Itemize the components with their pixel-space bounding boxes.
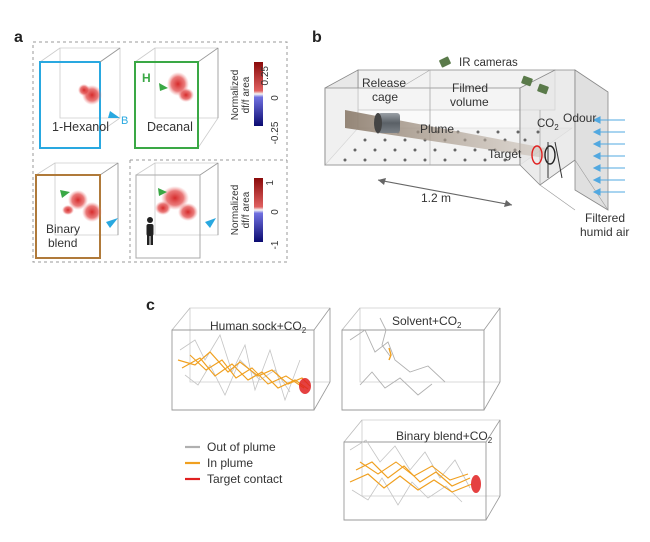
human-silhouette-icon <box>146 217 154 245</box>
colorbar-top <box>254 62 263 126</box>
marker-b-arrow-2-icon <box>106 218 118 228</box>
co2-sub: 2 <box>554 123 559 132</box>
cbar-top-mid: 0 <box>270 95 281 101</box>
odor-label-binary-1: Binary <box>46 222 80 236</box>
legend-label-contact: Target contact <box>207 472 283 486</box>
trajectory-box-human-sock <box>171 307 331 411</box>
target-contact-marks-3 <box>471 475 481 493</box>
brain-box-human <box>135 162 219 259</box>
cbar-bottom-max: 1 <box>265 180 276 186</box>
cbar-top-min: -0.25 <box>270 121 281 144</box>
co2-base: CO <box>537 118 554 130</box>
trajectory-title-3-sub: 2 <box>488 436 493 445</box>
target-ring-icon <box>531 145 543 165</box>
trajectory-title-1-sub: 2 <box>302 326 307 335</box>
air-label-2: humid air <box>580 225 629 239</box>
cbar-top-label-2: df/f area <box>241 76 252 113</box>
legend-label-in: In plume <box>207 456 253 470</box>
release-label-2: cage <box>372 90 398 104</box>
plume-label: Plume <box>420 122 454 136</box>
odor-label-decanal: Decanal <box>147 120 193 134</box>
trajectory-title-1: Human sock+CO2 <box>210 319 307 335</box>
marker-h-label: H <box>142 71 151 85</box>
cbar-bottom-label-2: df/f area <box>241 191 252 228</box>
panel-c-letter: c <box>146 297 155 314</box>
colorbar-bottom <box>254 178 263 242</box>
trajectory-box-binary <box>343 419 501 521</box>
brain-box-binary <box>35 162 119 259</box>
odour-ring-icon <box>544 145 556 165</box>
trajectory-title-3: Binary blend+CO2 <box>396 429 493 445</box>
odour-label: Odour <box>563 111 596 125</box>
legend-label-out: Out of plume <box>207 440 276 454</box>
panel-b-letter: b <box>312 29 322 46</box>
release-label-1: Release <box>362 76 406 90</box>
marker-b-arrow-icon <box>108 111 120 118</box>
brain-box-hexanol <box>39 47 121 149</box>
trajectory-box-solvent <box>341 307 501 411</box>
wind-tunnel <box>324 56 625 211</box>
ir-cameras-label: IR cameras <box>459 57 518 69</box>
release-cage-icon <box>378 113 400 133</box>
cbar-bottom-mid: 0 <box>270 209 281 215</box>
target-label: Target <box>488 147 522 161</box>
trajectory-title-1-base: Human sock+CO <box>210 319 302 333</box>
trajectory-title-2-base: Solvent+CO <box>392 314 457 328</box>
target-contact-marks-1 <box>299 378 311 394</box>
filmed-label-2: volume <box>450 95 489 109</box>
distance-label: 1.2 m <box>421 191 451 205</box>
odor-label-binary-2: blend <box>48 236 77 250</box>
odor-label-hexanol: 1-Hexanol <box>52 120 109 134</box>
filmed-label-1: Filmed <box>452 81 488 95</box>
cbar-top-max: 0.25 <box>260 66 271 86</box>
cbar-top-label-1: Normalized <box>230 70 241 121</box>
legend: Out of plume In plume Target contact <box>185 440 283 486</box>
cbar-bottom-min: -1 <box>270 240 281 249</box>
trajectory-title-2-sub: 2 <box>457 321 462 330</box>
panel-a-letter: a <box>14 29 23 46</box>
marker-h-arrow-3-icon <box>158 188 167 196</box>
marker-h-arrow-2-icon <box>60 190 70 198</box>
panel-a-dashed-frame <box>32 41 288 263</box>
marker-b-arrow-3-icon <box>205 218 216 228</box>
brain-box-decanal <box>134 47 219 149</box>
co2-label: CO2 <box>537 118 559 132</box>
marker-b-label: B <box>121 115 128 127</box>
trajectory-title-2: Solvent+CO2 <box>392 314 462 330</box>
air-label-1: Filtered <box>585 211 625 225</box>
cbar-bottom-label-1: Normalized <box>230 185 241 236</box>
ir-camera-icon <box>439 56 549 95</box>
marker-h-arrow-icon <box>159 83 168 91</box>
trajectory-title-3-base: Binary blend+CO <box>396 429 488 443</box>
